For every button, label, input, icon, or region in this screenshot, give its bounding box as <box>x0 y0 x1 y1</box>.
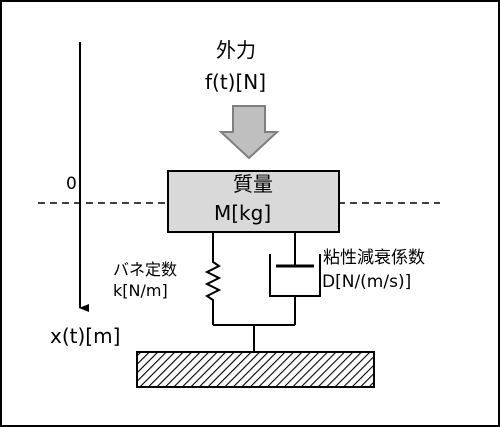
connector-bar <box>213 324 295 352</box>
damper-icon <box>269 232 321 325</box>
origin-label: 0 <box>66 174 77 194</box>
spring-icon <box>204 232 222 325</box>
ground-block <box>136 351 375 388</box>
mass-block <box>167 170 340 233</box>
force-unit: f(t)[N] <box>205 70 267 94</box>
damper-title: 粘性減衰係数 <box>323 248 425 268</box>
damper-unit: D[N/(m/s)] <box>322 272 412 292</box>
mass-unit: M[kg] <box>214 201 272 225</box>
x-axis-label: x(t)[m] <box>50 324 121 348</box>
spring-title: バネ定数 <box>113 260 178 279</box>
force-title: 外力 <box>216 38 256 62</box>
mass-title: 質量 <box>233 172 273 196</box>
spring-unit: k[N/m] <box>113 281 168 300</box>
force-arrow-icon <box>218 105 280 160</box>
